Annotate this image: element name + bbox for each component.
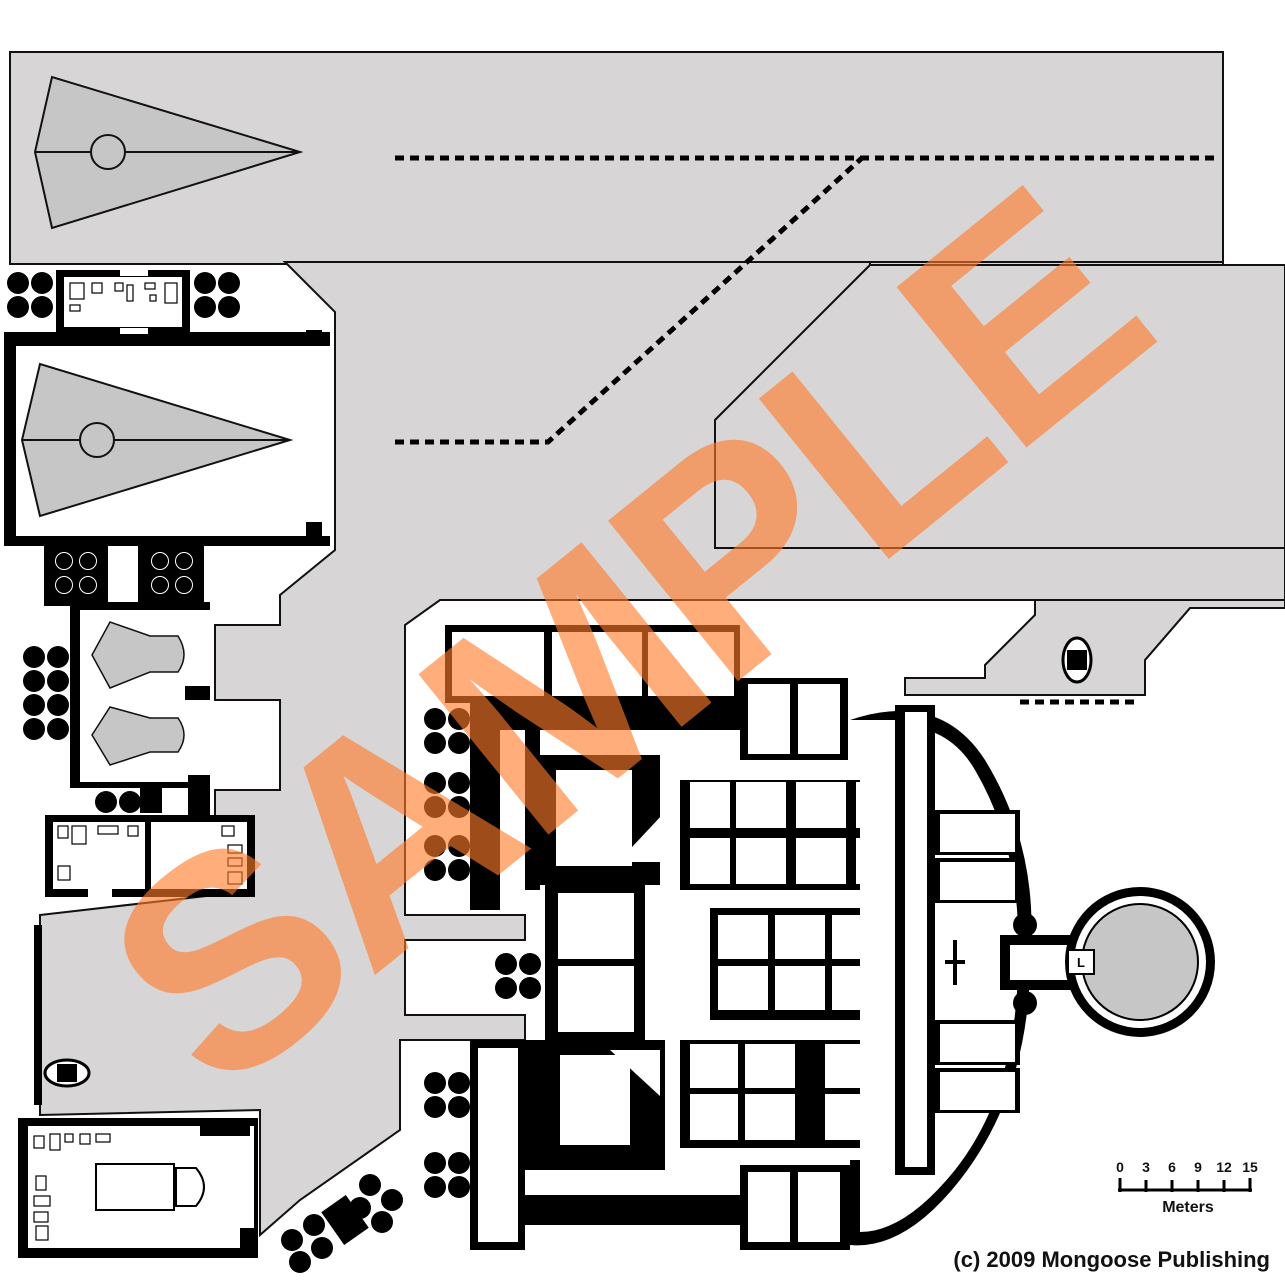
scale-tick-0: 0 xyxy=(1116,1159,1124,1175)
taxiway-ground xyxy=(39,261,1285,1238)
lift-label: L xyxy=(1077,955,1085,970)
scale-tick-9: 9 xyxy=(1194,1159,1202,1175)
grav-vehicle-icon xyxy=(43,636,1093,1088)
runway-markings xyxy=(395,155,1215,705)
copyright-notice: (c) 2009 Mongoose Publishing xyxy=(953,1247,1270,1272)
scale-tick-6: 6 xyxy=(1168,1159,1176,1175)
lift-pad: L xyxy=(1065,887,1215,1037)
bunker-southwest xyxy=(18,1118,258,1258)
scale-tick-15: 15 xyxy=(1242,1159,1258,1175)
perimeter-wall-west xyxy=(34,925,42,1105)
control-room-north xyxy=(56,270,190,334)
main-complex xyxy=(445,625,1095,1250)
fuel-tanks xyxy=(7,272,541,1273)
scale-tick-3: 3 xyxy=(1142,1159,1150,1175)
east-landing-pad xyxy=(714,264,1285,549)
scale-bar: 0 3 6 9 12 15 Meters xyxy=(1116,1159,1258,1216)
shuttle-craft xyxy=(91,621,185,766)
scale-unit-label: Meters xyxy=(1162,1199,1214,1216)
landing-field xyxy=(9,51,1285,1238)
starship-hangar xyxy=(20,362,294,518)
admin-building-west xyxy=(45,815,255,897)
starship-upper xyxy=(33,75,304,230)
dock-apron xyxy=(904,599,1285,696)
scale-tick-12: 12 xyxy=(1216,1159,1232,1175)
